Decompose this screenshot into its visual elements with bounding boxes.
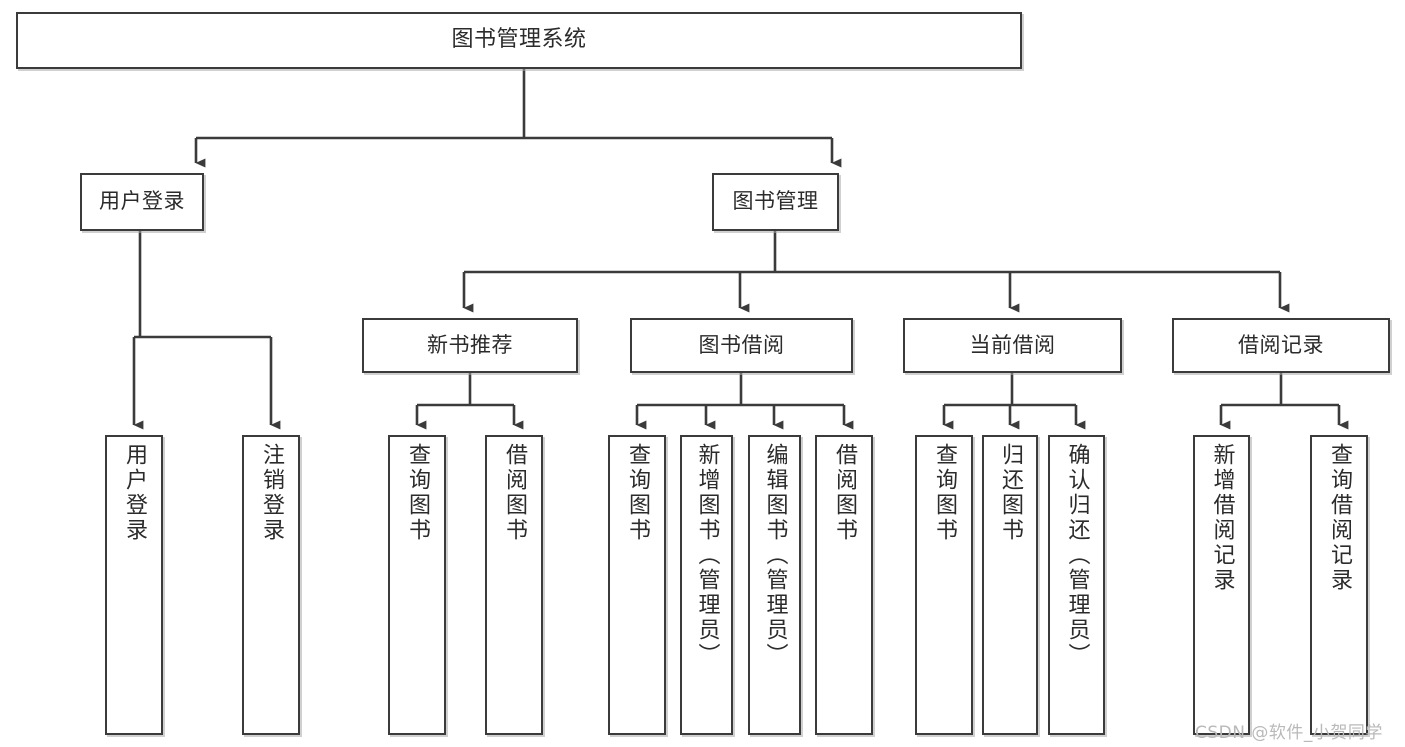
node-book-manage[interactable]: 图书管理 bbox=[712, 173, 839, 231]
node-leaf-add-record-label: 新增借阅记录 bbox=[1209, 443, 1235, 593]
node-leaf-confirm-return[interactable]: 确认归还（管理员） bbox=[1048, 435, 1105, 735]
node-current-borrow-label: 当前借阅 bbox=[969, 332, 1056, 357]
node-leaf-query-book-3[interactable]: 查询图书 bbox=[915, 435, 973, 735]
node-book-borrow-label: 图书借阅 bbox=[698, 332, 785, 357]
node-leaf-query-book-2[interactable]: 查询图书 bbox=[608, 435, 666, 735]
edges-bookmanage-to-level3 bbox=[462, 231, 1290, 313]
node-leaf-logout-label: 注销登录 bbox=[259, 443, 284, 543]
node-leaf-return-book[interactable]: 归还图书 bbox=[982, 435, 1038, 735]
edges-borrowrecord-to-leaves bbox=[1219, 373, 1349, 430]
node-leaf-query-book-1-label: 查询图书 bbox=[405, 443, 430, 543]
node-leaf-logout[interactable]: 注销登录 bbox=[242, 435, 300, 735]
node-leaf-confirm-return-label: 确认归还（管理员） bbox=[1064, 443, 1090, 668]
node-leaf-add-record[interactable]: 新增借阅记录 bbox=[1193, 435, 1250, 735]
edges-currentborrow-to-leaves bbox=[942, 373, 1086, 430]
node-root-system[interactable]: 图书管理系统 bbox=[16, 12, 1022, 69]
edges-newbook-to-leaves bbox=[415, 373, 524, 430]
node-user-login[interactable]: 用户登录 bbox=[80, 173, 204, 231]
node-leaf-add-book-label: 新增图书（管理员） bbox=[694, 443, 720, 668]
node-book-manage-label: 图书管理 bbox=[732, 189, 819, 214]
node-leaf-query-book-2-label: 查询图书 bbox=[625, 443, 650, 543]
node-current-borrow[interactable]: 当前借阅 bbox=[903, 318, 1122, 373]
watermark-text: CSDN @软件_小贺同学 bbox=[1195, 723, 1383, 743]
node-leaf-borrow-book-1[interactable]: 借阅图书 bbox=[485, 435, 543, 735]
node-leaf-borrow-book-2[interactable]: 借阅图书 bbox=[815, 435, 873, 735]
node-leaf-user-login-label: 用户登录 bbox=[122, 443, 147, 543]
node-leaf-query-book-1[interactable]: 查询图书 bbox=[388, 435, 446, 735]
node-borrow-record[interactable]: 借阅记录 bbox=[1172, 318, 1390, 373]
edges-bookborrow-to-leaves bbox=[635, 373, 854, 430]
node-user-login-label: 用户登录 bbox=[99, 189, 185, 214]
node-leaf-add-book[interactable]: 新增图书（管理员） bbox=[680, 435, 733, 735]
node-leaf-borrow-book-2-label: 借阅图书 bbox=[832, 443, 857, 543]
node-leaf-edit-book[interactable]: 编辑图书（管理员） bbox=[748, 435, 801, 735]
edges-userlogin-to-leaves bbox=[132, 231, 281, 430]
node-borrow-record-label: 借阅记录 bbox=[1238, 332, 1324, 357]
node-leaf-query-book-3-label: 查询图书 bbox=[932, 443, 957, 543]
node-leaf-query-record[interactable]: 查询借阅记录 bbox=[1310, 435, 1368, 735]
node-new-book-recommend[interactable]: 新书推荐 bbox=[362, 318, 578, 373]
node-leaf-query-record-label: 查询借阅记录 bbox=[1327, 443, 1352, 593]
node-root-label: 图书管理系统 bbox=[451, 27, 587, 53]
node-leaf-borrow-book-1-label: 借阅图书 bbox=[502, 443, 527, 543]
node-leaf-return-book-label: 归还图书 bbox=[998, 443, 1023, 543]
node-leaf-edit-book-label: 编辑图书（管理员） bbox=[762, 443, 788, 668]
node-leaf-user-login[interactable]: 用户登录 bbox=[105, 435, 163, 735]
node-book-borrow[interactable]: 图书借阅 bbox=[630, 318, 853, 373]
node-new-book-recommend-label: 新书推荐 bbox=[427, 332, 513, 357]
edges-root-to-level2 bbox=[194, 69, 842, 168]
